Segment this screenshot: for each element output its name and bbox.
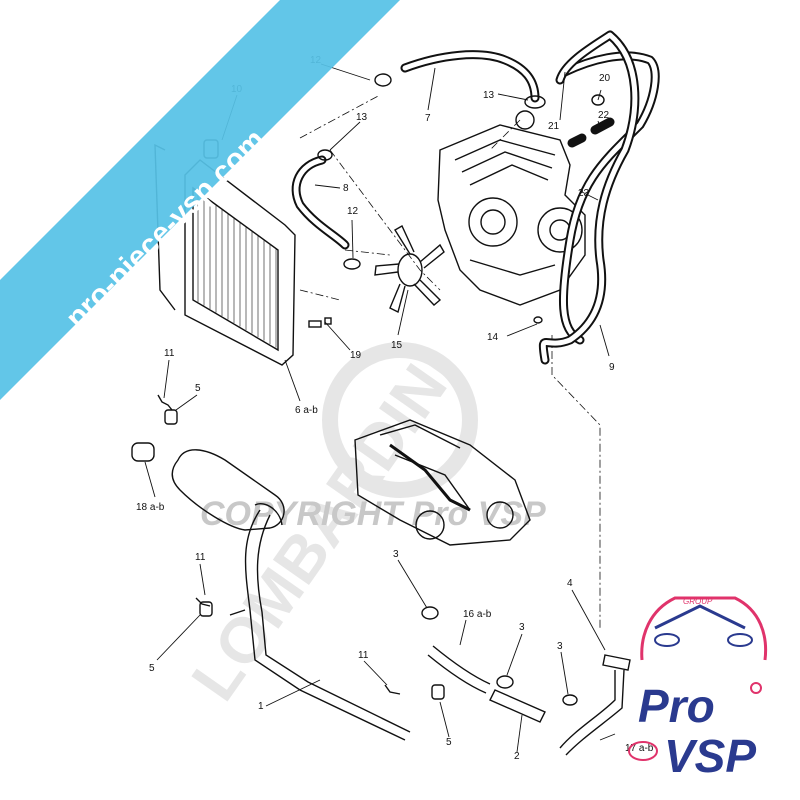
callout-7: 7 xyxy=(425,113,431,124)
flex-pipe xyxy=(489,689,546,723)
callout-3-left: 3 xyxy=(393,549,399,560)
callout-5-top: 5 xyxy=(195,383,201,394)
callout-11-bottom: 11 xyxy=(358,650,369,661)
car-illustration xyxy=(354,419,531,546)
cooling-fan xyxy=(374,225,445,314)
callout-14: 14 xyxy=(487,332,499,343)
callout-2: 2 xyxy=(514,751,520,762)
provsp-logo: GROUP Pro VSP xyxy=(628,596,768,782)
callout-5-mid: 5 xyxy=(149,663,155,674)
callout-13-left: 13 xyxy=(356,112,368,123)
callout-5-bottom: 5 xyxy=(446,737,452,748)
callout-11-top: 11 xyxy=(164,348,175,359)
callout-20: 20 xyxy=(599,73,611,84)
callout-4: 4 xyxy=(567,578,573,589)
hoses xyxy=(291,30,660,365)
callout-15: 15 xyxy=(391,340,403,351)
callout-17: 17 a-b xyxy=(625,743,654,754)
radiator-fins xyxy=(197,192,277,348)
callout-22: 22 xyxy=(598,110,610,121)
clamps xyxy=(308,73,605,328)
watermark-circle xyxy=(322,342,478,498)
exhaust-sleeve xyxy=(131,442,155,462)
callout-9: 9 xyxy=(609,362,615,373)
callouts: 10 12 7 13 21 20 22 13 8 12 23 15 19 14 … xyxy=(136,55,654,762)
flange-gasket xyxy=(602,654,631,671)
callout-1: 1 xyxy=(258,701,264,712)
callout-6: 6 a-b xyxy=(295,405,318,416)
callout-11-mid: 11 xyxy=(195,552,206,563)
logo-dot xyxy=(750,682,762,694)
callout-13-top: 13 xyxy=(483,90,495,101)
callout-23: 23 xyxy=(578,188,590,199)
callout-18: 18 a-b xyxy=(136,502,165,513)
logo-pro-text: Pro xyxy=(638,680,715,732)
callout-21: 21 xyxy=(548,121,560,132)
radiator xyxy=(154,139,296,366)
callout-12-mid: 12 xyxy=(347,206,359,217)
callout-3-right: 3 xyxy=(557,641,563,652)
callout-19: 19 xyxy=(350,350,362,361)
leader-lines xyxy=(144,63,616,753)
mounts xyxy=(157,394,578,706)
exhaust-system xyxy=(131,442,631,756)
logo-group-text: GROUP xyxy=(683,597,713,606)
callout-3-mid: 3 xyxy=(519,622,525,633)
callout-16: 16 a-b xyxy=(463,609,492,620)
callout-8: 8 xyxy=(343,183,349,194)
logo-ring xyxy=(628,741,658,761)
logo-car-outline xyxy=(640,596,768,661)
logo-vsp-text: VSP xyxy=(664,730,756,782)
